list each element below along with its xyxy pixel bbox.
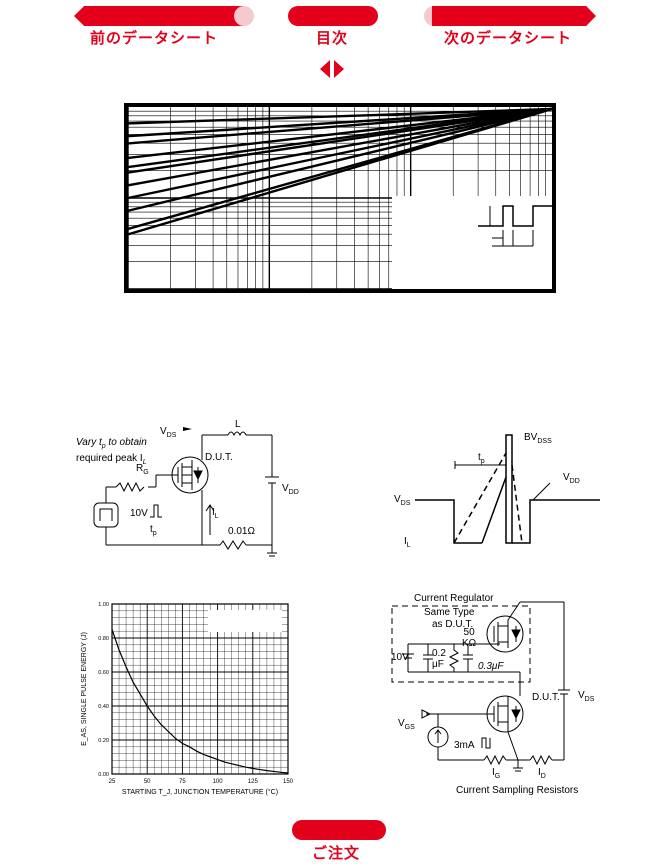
ucl-vds-label: VDS (160, 426, 177, 439)
eas-plot-area (111, 603, 289, 775)
prev-datasheet-pill[interactable] (74, 6, 244, 26)
eas-y-axis-label: E_AS, SINGLE PULSE ENERGY (J) (81, 632, 88, 746)
eas-curve (111, 629, 289, 774)
eas-y-tick-label: 0.20 (98, 738, 109, 744)
order-pill[interactable] (292, 820, 386, 840)
eas-x-tick-label: 125 (248, 779, 259, 785)
eas-x-axis-label: STARTING T_J, JUNCTION TEMPERATURE (°C) (122, 788, 278, 796)
ucl-test-circuit (93, 427, 279, 557)
ucl-note: Vary tp to obtain required peak IL (76, 437, 147, 466)
soa-series-line (127, 107, 553, 145)
eas-x-tick-label: 100 (213, 779, 224, 785)
gc-ig-label: IG (492, 767, 501, 780)
soa-series-line (127, 107, 553, 231)
ucl-wave-vds-label: VDS (394, 494, 411, 507)
ucl-dut-label: D.U.T. (205, 452, 233, 463)
eas-legend-blank (208, 610, 282, 632)
soa-series-line (127, 107, 553, 169)
prev-pill-highlight (234, 6, 254, 26)
gc-dut-label: D.U.T. (532, 692, 560, 703)
prev-datasheet-link[interactable]: 前のデータシート (90, 29, 219, 47)
soa-series-line (127, 107, 553, 200)
ucl-bvdss-label: BVDSS (524, 432, 552, 445)
eas-y-tick-label: 0.00 (98, 772, 109, 778)
soa-chart (124, 103, 556, 293)
gc-c03-label: 0.3μF (478, 661, 504, 672)
ucl-il-label: IL (212, 507, 219, 520)
soa-series-line (127, 107, 553, 138)
eas-y-tick-label: 0.80 (98, 636, 109, 642)
toc-link[interactable]: 目次 (316, 29, 349, 47)
soa-series-line (127, 107, 553, 212)
gc-10v-label: 10V (391, 652, 409, 663)
next-datasheet-pill[interactable] (432, 6, 596, 26)
eas-y-tick-label: 0.60 (98, 670, 109, 676)
soa-series-line (127, 107, 553, 187)
gc-caption: Current Sampling Resistors (456, 785, 579, 796)
prev-next-arrows-icon[interactable] (318, 58, 346, 80)
ucl-wave-il-label: IL (404, 536, 411, 549)
ucl-tp-label: tp (150, 524, 157, 537)
gc-id-label: ID (538, 767, 546, 780)
gc-vgs-label: VGS (398, 718, 415, 731)
eas-x-tick-label: 150 (283, 779, 294, 785)
ucl-vdd-label: VDD (282, 483, 299, 496)
ucl-res-label: 0.01Ω (228, 526, 255, 537)
order-link[interactable]: ご注文 (312, 844, 361, 862)
eas-y-tick-label: 1.00 (98, 602, 109, 608)
soa-series (127, 107, 553, 236)
ucl-rg-label: RG (136, 463, 149, 476)
next-datasheet-link[interactable]: 次のデータシート (444, 29, 573, 47)
eas-x-tick-label: 75 (179, 779, 186, 785)
eas-x-tick-label: 25 (109, 779, 116, 785)
eas-chart: 25 50 75 100 125 150 0.00 0.20 0.40 0.60 0.80 1.00S… (81, 602, 294, 796)
soa-legend-box (392, 196, 552, 289)
soa-series-line (127, 107, 553, 125)
toc-pill[interactable] (288, 6, 378, 26)
ucl-wave-tp-label: tp (478, 452, 485, 465)
ucl-wave-vdd-label: VDD (563, 472, 580, 485)
gate-charge-circuit (391, 601, 570, 772)
soa-pulse-waveform (478, 205, 552, 227)
gc-title: Current Regulator (414, 593, 494, 604)
gc-3ma-label: 3mA (454, 740, 475, 751)
eas-y-tick-label: 0.40 (98, 704, 109, 710)
ucl-waveforms (415, 434, 600, 544)
ucl-l-label: L (235, 419, 241, 430)
gc-vds-label: VDS (578, 690, 595, 703)
ucl-pulse-label: 10V (130, 508, 148, 519)
eas-x-tick-label: 50 (144, 779, 151, 785)
soa-series-line (127, 107, 553, 160)
